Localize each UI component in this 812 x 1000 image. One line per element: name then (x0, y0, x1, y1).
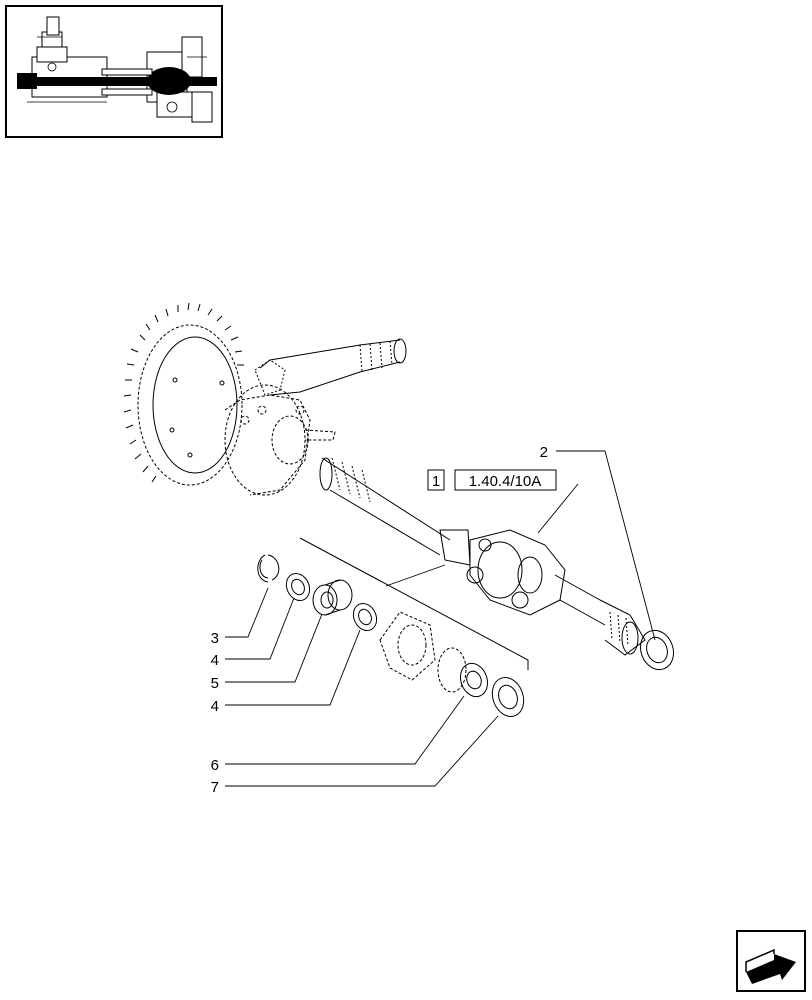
stub-shaft (599, 599, 646, 656)
ring-part-6 (459, 662, 489, 698)
kit-bracket (299, 537, 529, 670)
seal-part-7 (491, 677, 525, 717)
ref-code-box (454, 469, 557, 491)
callout-6: 6 (211, 757, 219, 774)
callout-2: 2 (540, 444, 548, 461)
callout-4b: 4 (211, 698, 219, 715)
next-page-arrow-icon (745, 948, 796, 984)
ref-index: 1 (432, 473, 440, 490)
ring-part-4a (285, 572, 311, 602)
universal-joint (466, 529, 606, 626)
ref-code[interactable]: 1.40.4/10A (469, 473, 542, 490)
differential-housing (224, 384, 336, 496)
o-ring (437, 647, 467, 693)
axle-shaft (319, 457, 471, 566)
next-page-button[interactable] (736, 930, 806, 992)
axle-thumbnail (5, 5, 223, 138)
pinion-shaft (254, 338, 407, 396)
ring-part-4b (352, 602, 378, 632)
callout-4a: 4 (211, 652, 219, 669)
callout-3: 3 (211, 630, 219, 647)
ring-gear (123, 302, 244, 486)
bearing-part-5 (312, 579, 353, 616)
sleeve (379, 611, 436, 681)
ref-index-box (427, 469, 445, 491)
callout-5: 5 (211, 675, 219, 692)
washer-part-2 (639, 629, 675, 671)
callout-7: 7 (211, 779, 219, 796)
axle-thumbnail-icon (17, 16, 217, 123)
leader-lines (225, 450, 656, 787)
snap-ring-part-3 (257, 554, 280, 583)
